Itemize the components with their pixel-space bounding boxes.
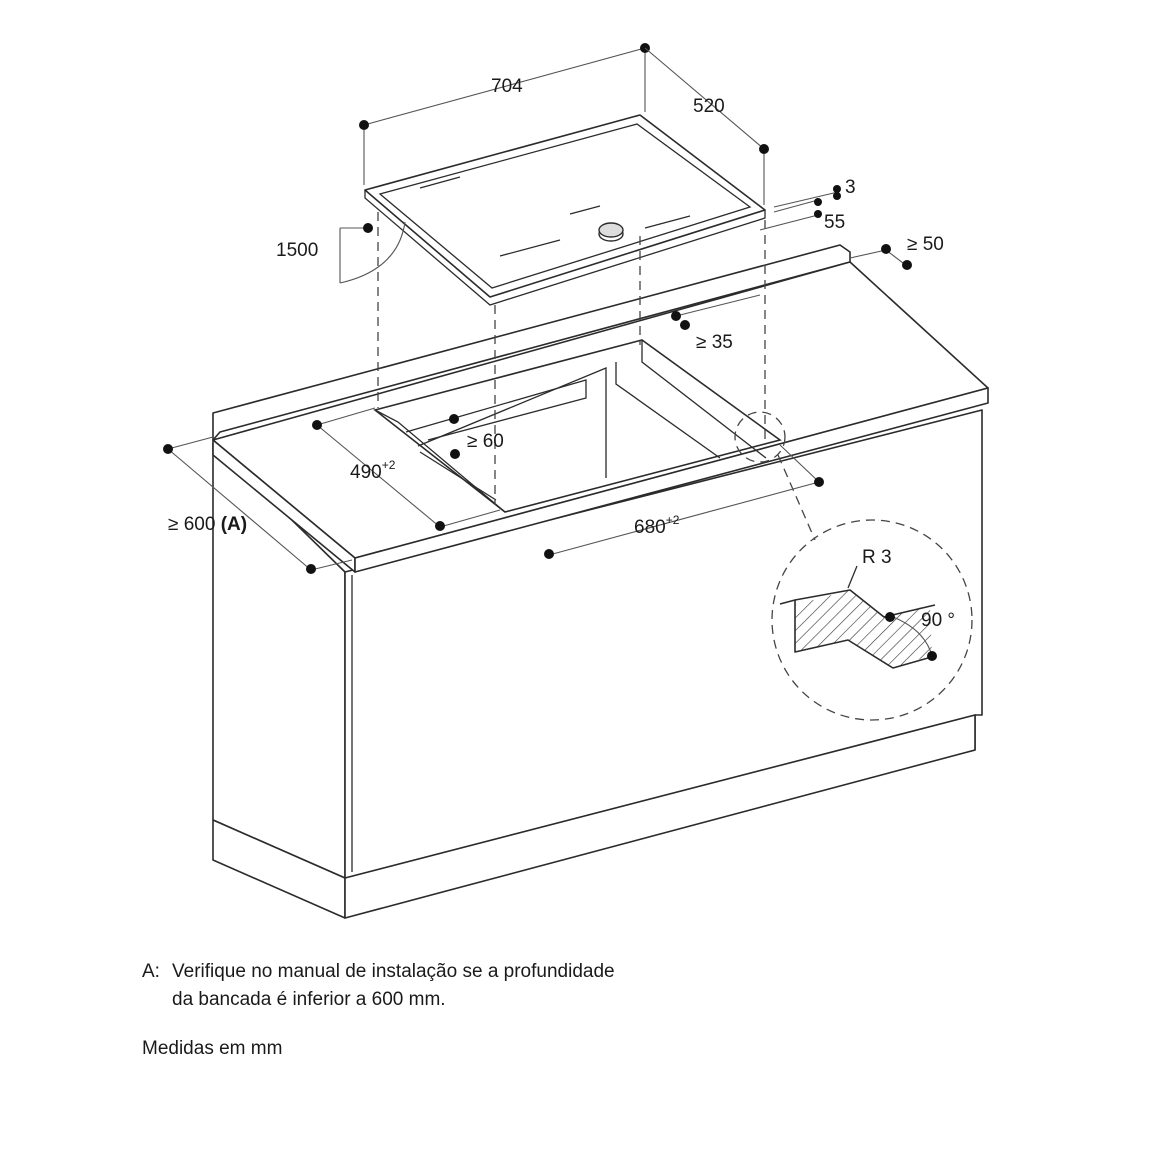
width-label: 704 <box>491 76 523 97</box>
note-line-1: Verifique no manual de instalação se a p… <box>172 961 615 982</box>
dimension-worktop-depth: ≥ 600 (A) <box>163 436 353 574</box>
dimension-rear-clearance: ≥ 50 <box>849 234 944 270</box>
note-key: A: <box>142 961 160 982</box>
radius-label: R 3 <box>862 547 892 568</box>
dimension-depth: 520 <box>644 47 769 205</box>
units-footer: Medidas em mm <box>142 1038 283 1059</box>
cutout-width-label: 680+2 <box>634 513 680 538</box>
dimension-cutout-depth: 490+2 <box>312 407 501 531</box>
rear-clearance-label: ≥ 50 <box>907 234 944 255</box>
rear-min-label: ≥ 35 <box>696 332 733 353</box>
cabinet <box>212 409 983 919</box>
worktop-depth-label: ≥ 600 (A) <box>168 514 247 535</box>
depth-label: 520 <box>693 96 725 117</box>
dimension-width: 704 <box>359 43 650 185</box>
notes: A: Verifique no manual de instalação se … <box>142 958 615 1014</box>
dimension-glass-height: 3 55 <box>759 177 856 233</box>
cutout-depth-label: 490+2 <box>350 458 396 483</box>
dimension-front-min: ≥ 60 <box>449 414 504 459</box>
dimension-cutout-width: 680+2 <box>544 444 824 559</box>
cooktop <box>364 114 766 306</box>
projection-lines <box>377 212 973 721</box>
note-line-2: da bancada é inferior a 600 mm. <box>172 989 446 1010</box>
edge-detail-profile: R 3 90 ° <box>779 547 955 669</box>
angle-label: 90 ° <box>921 610 955 631</box>
height-label: 55 <box>824 212 845 233</box>
control-knob <box>598 222 624 242</box>
cable-label: 1500 <box>276 240 318 261</box>
worktop-cutout <box>373 339 782 513</box>
glass-label: 3 <box>845 177 856 198</box>
dimension-cable: 1500 <box>276 221 406 284</box>
dimension-rear-min: ≥ 35 <box>671 294 761 353</box>
front-min-label: ≥ 60 <box>467 431 504 452</box>
